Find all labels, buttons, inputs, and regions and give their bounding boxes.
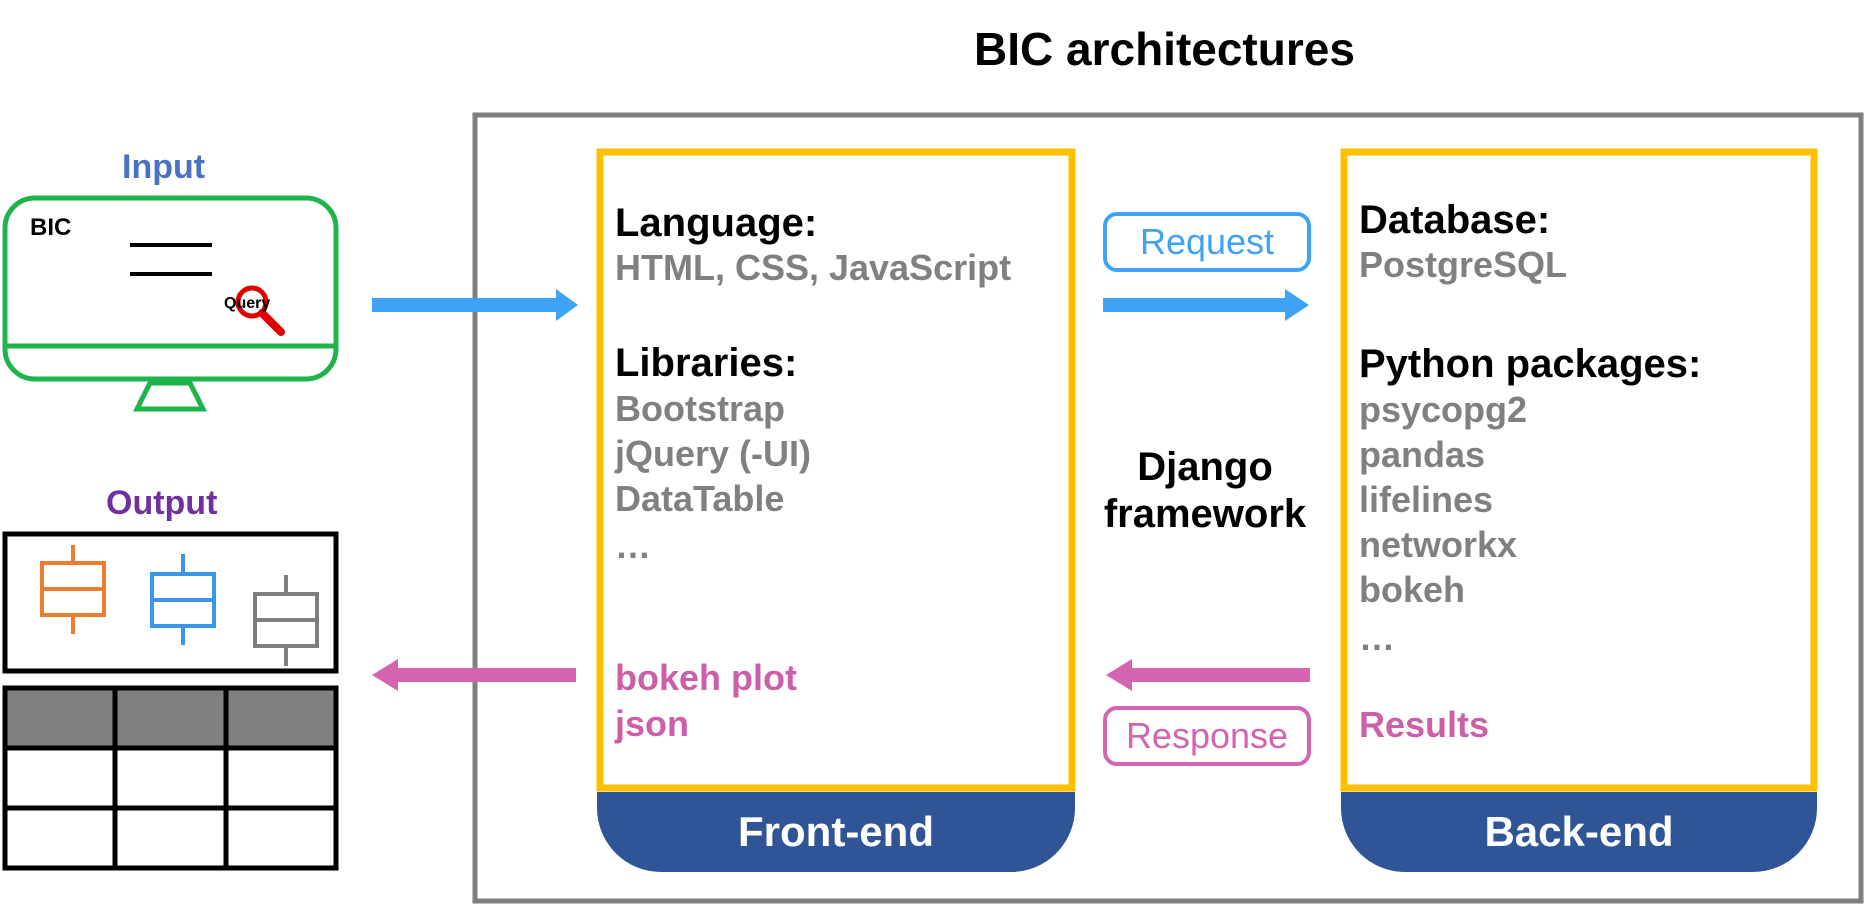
backend-results: Results bbox=[1359, 704, 1490, 745]
request-label: Request bbox=[1103, 212, 1311, 272]
frontend-banner: Front-end bbox=[597, 792, 1075, 872]
monitor-icon bbox=[2, 195, 339, 412]
frontend-output-item: json bbox=[615, 703, 690, 744]
output-table bbox=[2, 685, 339, 871]
package-item: psycopg2 bbox=[1359, 389, 1528, 430]
response-arrow bbox=[1106, 659, 1310, 691]
backend-frame bbox=[1340, 148, 1818, 792]
architecture-container bbox=[472, 112, 1864, 904]
input-heading: Input bbox=[122, 148, 206, 186]
package-item: networkx bbox=[1359, 524, 1518, 565]
monitor-label: BIC bbox=[30, 214, 72, 241]
package-item: pandas bbox=[1359, 434, 1486, 475]
diagram-title: BIC architectures bbox=[974, 23, 1355, 75]
backend-banner: Back-end bbox=[1341, 792, 1817, 872]
package-item: … bbox=[1359, 617, 1395, 658]
framework-line-2: framework bbox=[1103, 492, 1307, 536]
library-item: DataTable bbox=[615, 478, 785, 519]
boxplot-panel bbox=[2, 531, 339, 674]
orange-boxplot-icon bbox=[40, 545, 106, 634]
frontend-output-item: bokeh plot bbox=[615, 657, 797, 698]
output-heading: Output bbox=[106, 484, 218, 522]
package-item: bokeh bbox=[1359, 569, 1466, 610]
frontend-libraries-heading: Libraries: bbox=[615, 341, 798, 385]
backend-packages-heading: Python packages: bbox=[1359, 342, 1702, 386]
frontend-language-heading: Language: bbox=[615, 201, 818, 245]
library-item: Bootstrap bbox=[615, 388, 785, 429]
request-arrow bbox=[1103, 289, 1309, 321]
input-arrow bbox=[372, 289, 578, 321]
blue-boxplot-icon bbox=[150, 554, 216, 645]
package-item: lifelines bbox=[1359, 479, 1494, 520]
query-label: Query bbox=[224, 295, 271, 312]
backend-database-item: PostgreSQL bbox=[1359, 244, 1568, 285]
frontend-language-items: HTML, CSS, JavaScript bbox=[615, 247, 1012, 288]
library-item: … bbox=[615, 525, 651, 566]
magnifier-icon bbox=[235, 285, 285, 336]
output-arrow bbox=[372, 659, 576, 691]
framework-line-1: Django bbox=[1137, 445, 1273, 489]
response-label: Response bbox=[1103, 706, 1311, 766]
frontend-frame bbox=[596, 148, 1076, 792]
backend-database-heading: Database: bbox=[1359, 198, 1551, 242]
library-item: jQuery (-UI) bbox=[615, 433, 812, 474]
grey-boxplot-icon bbox=[253, 575, 319, 666]
